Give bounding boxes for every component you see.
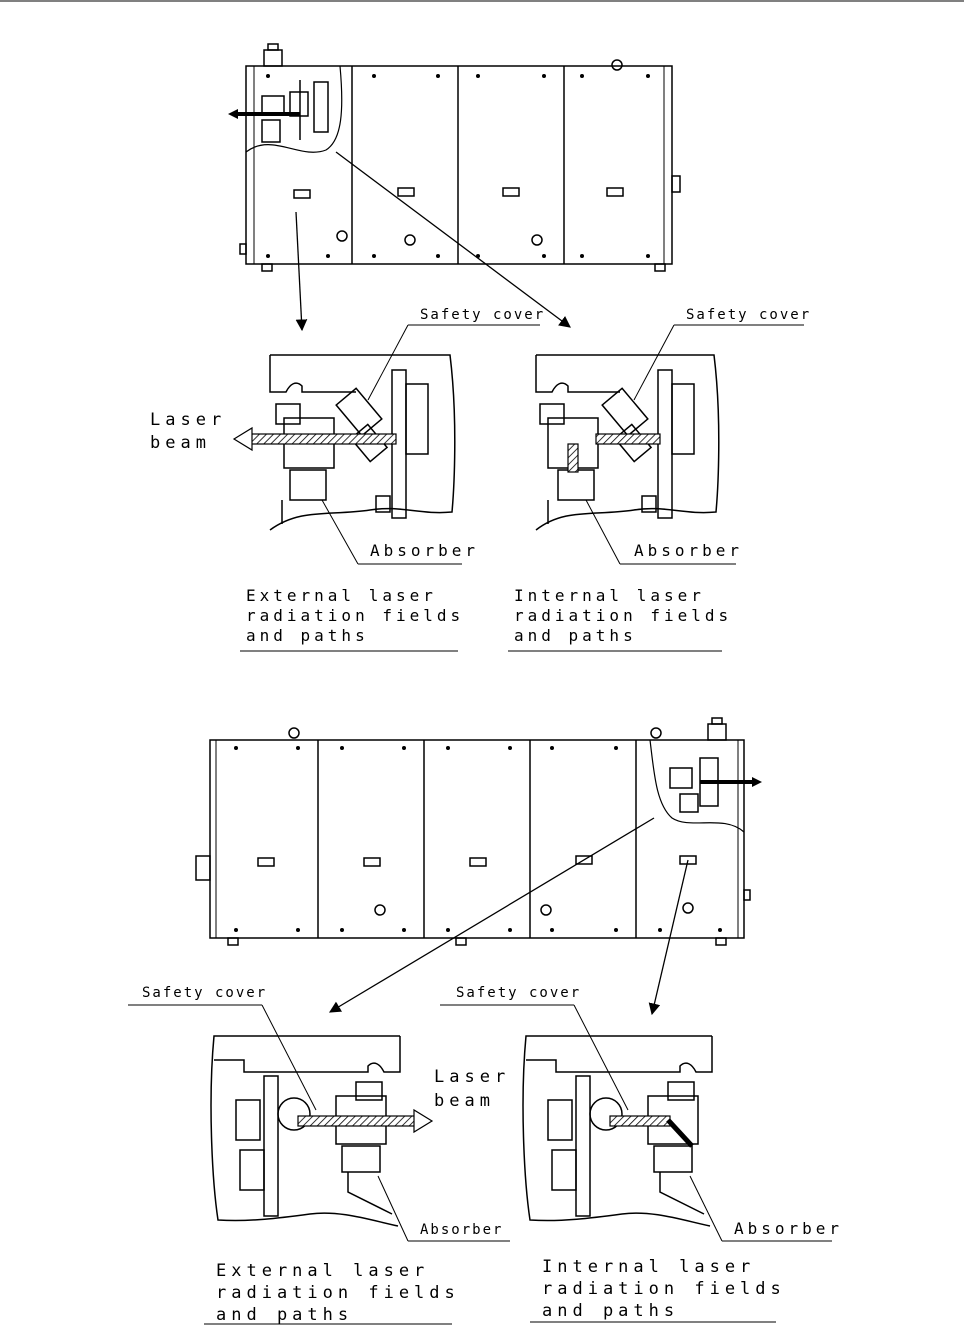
bottom-right-internal-beam-h: [610, 1116, 670, 1126]
top-left-laser-label-1: Laser: [150, 410, 226, 430]
top-left-beam-arrowhead: [234, 428, 252, 450]
bottom-cabinet: [196, 718, 750, 945]
bottom-left-absorber: Absorber: [420, 1222, 503, 1238]
top-cabinet: [240, 44, 680, 271]
bottom-cabinet-bolts: [234, 746, 722, 932]
bottom-arrow-right: [652, 860, 688, 1014]
top-arrow-left: [296, 212, 302, 330]
top-left-laser-beam: [248, 434, 396, 444]
top-left-caption-1: External laser: [246, 586, 437, 605]
bottom-left-caption-2: radiation fields: [216, 1283, 460, 1303]
top-right-caption-3: and paths: [514, 626, 637, 645]
bottom-left-safety-cover: Safety cover: [142, 985, 267, 1001]
bottom-right-caption-1: Internal laser: [542, 1257, 755, 1277]
bottom-right-caption-2: radiation fields: [542, 1279, 786, 1299]
top-left-laser-label-2: beam: [150, 433, 211, 453]
bottom-right-safety-cover: Safety cover: [456, 985, 581, 1001]
top-right-internal-beam-h: [596, 434, 660, 444]
top-left-caption-3: and paths: [246, 626, 369, 645]
top-right-caption-2: radiation fields: [514, 606, 732, 625]
top-left-absorber: Absorber: [370, 541, 479, 560]
top-right-internal-beam-v: [568, 444, 578, 472]
top-right-caption-1: Internal laser: [514, 586, 705, 605]
bottom-right-internal-beam-diag: [668, 1120, 692, 1146]
bottom-right-caption-3: and paths: [542, 1301, 679, 1321]
bottom-left-detail: [211, 1036, 400, 1226]
top-left-caption-2: radiation fields: [246, 606, 464, 625]
bottom-left-laser-label-2: beam: [434, 1091, 495, 1111]
top-arrow-right: [336, 152, 570, 327]
bottom-left-laser-beam: [298, 1116, 416, 1126]
top-left-safety-cover: Safety cover: [420, 307, 545, 323]
top-right-absorber: Absorber: [634, 541, 743, 560]
bottom-right-absorber: Absorber: [734, 1219, 843, 1238]
bottom-right-detail: [523, 1036, 712, 1226]
top-right-safety-cover: Safety cover: [686, 307, 811, 323]
bottom-left-beam-arrowhead: [414, 1110, 432, 1132]
bottom-left-caption-3: and paths: [216, 1305, 353, 1325]
bottom-left-caption-1: External laser: [216, 1261, 429, 1281]
bottom-left-laser-label-1: Laser: [434, 1067, 510, 1087]
